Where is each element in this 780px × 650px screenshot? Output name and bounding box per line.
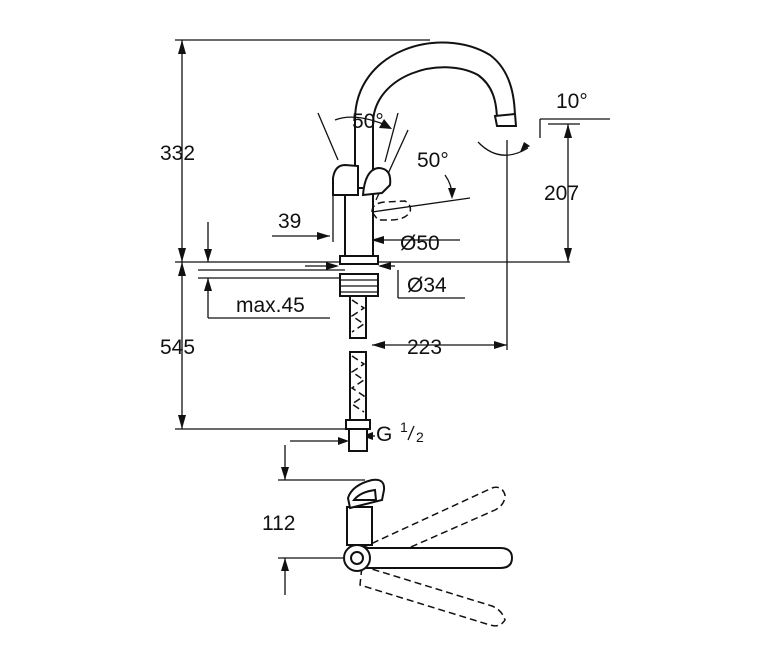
label-total-height-top: 332	[160, 142, 195, 165]
label-handle-angle-front: 50°	[352, 110, 384, 133]
label-handle-depth: 112	[262, 512, 295, 535]
label-spout-reach: 223	[407, 336, 442, 359]
faucet-side-view	[332, 41, 518, 452]
label-handle-offset: 39	[278, 210, 301, 233]
label-thread-denominator: 2	[416, 429, 424, 445]
label-spout-angle: 10°	[556, 90, 588, 113]
label-spout-height: 207	[544, 182, 579, 205]
faucet-top-view	[278, 445, 514, 627]
label-max-deck: max.45	[236, 294, 305, 317]
dimension-labels: 332 545 50° 50° 10° 207 39 Ø50 Ø34 max.4…	[160, 90, 588, 535]
label-body-diameter: Ø50	[400, 232, 440, 255]
label-handle-angle-side: 50°	[417, 149, 449, 172]
dimension-lines	[175, 39, 610, 445]
label-hole-diameter: Ø34	[407, 274, 447, 297]
label-total-length-below: 545	[160, 336, 195, 359]
label-thread-letter: G	[376, 423, 392, 446]
label-thread-numerator: 1	[400, 419, 408, 435]
